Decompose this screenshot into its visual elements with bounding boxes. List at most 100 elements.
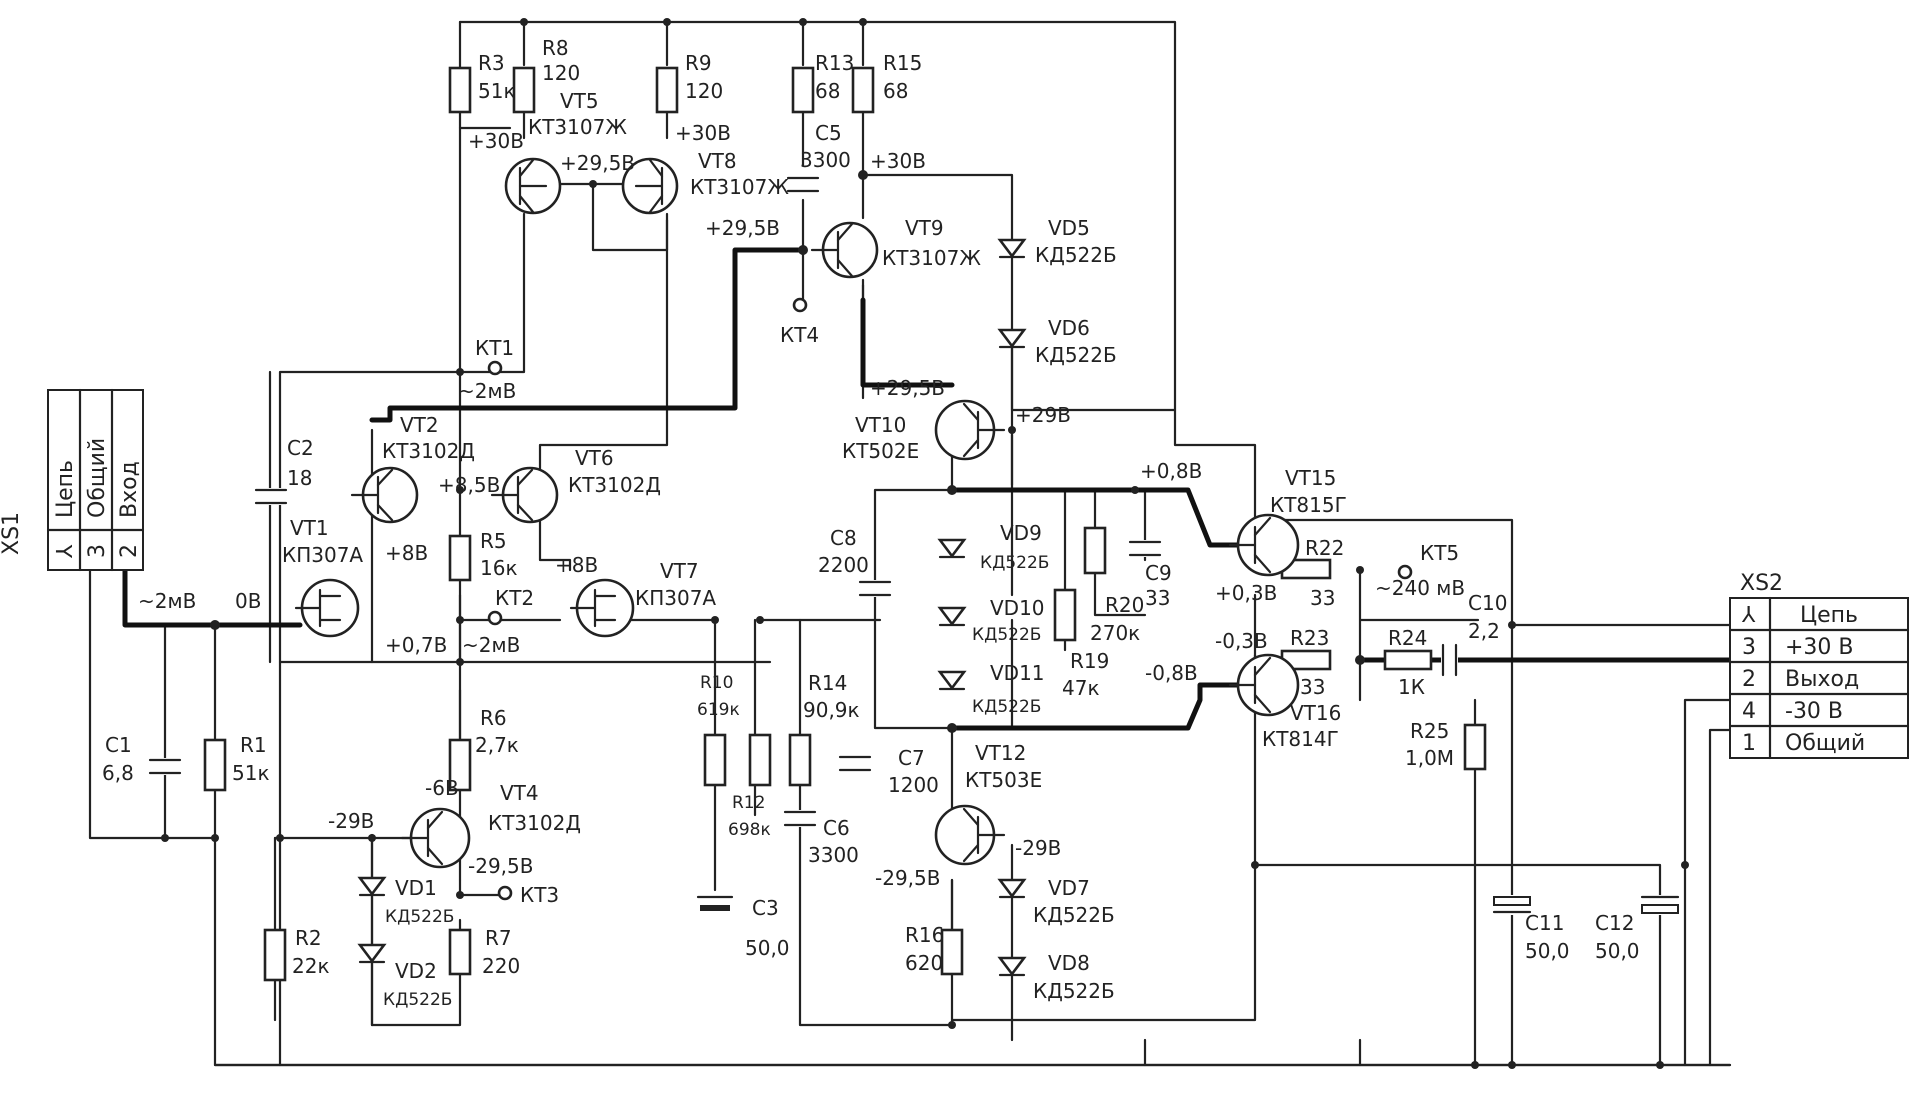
vt15-symbol <box>1228 513 1300 577</box>
r14-body <box>788 733 812 787</box>
v-vt6-b: +8,5В <box>438 473 500 497</box>
vd7-ref: VD7 <box>1048 876 1090 900</box>
xs2-row4-pin: 1 <box>1742 731 1756 756</box>
xs1-row1-signal: Общий <box>85 438 110 518</box>
v-vt7-d: +8В <box>555 553 598 577</box>
r7-value: 220 <box>482 954 520 978</box>
kt4-marker <box>792 297 808 313</box>
vd8-symbol <box>997 956 1027 977</box>
c3-body <box>696 895 734 912</box>
signal-paths <box>122 247 1733 731</box>
r24-body <box>1383 649 1433 671</box>
vt7-symbol <box>569 578 635 638</box>
r8-value: 120 <box>542 61 580 85</box>
c7-body <box>838 755 872 772</box>
xs1-row2-pin: 2 <box>117 544 142 558</box>
v-vt9-e: +30В <box>870 149 926 173</box>
v-vt4-e: -29,5В <box>468 854 533 878</box>
vd9-symbol <box>937 538 967 559</box>
c8-body <box>858 580 892 597</box>
r23-ref: R23 <box>1290 626 1329 650</box>
v-kt2: ~2мВ <box>462 633 520 657</box>
r15-value: 68 <box>883 79 908 103</box>
r6-value: 2,7к <box>475 733 519 757</box>
c10-body <box>1441 643 1458 677</box>
c11-ref: C11 <box>1525 911 1564 935</box>
kt1-label: КТ1 <box>475 336 514 360</box>
v-vt5-c: +29,5В <box>560 151 635 175</box>
v-vt5-e: +30В <box>468 129 524 153</box>
c7-ref: C7 <box>898 746 925 770</box>
xs1-row2-signal: Вход <box>117 461 142 518</box>
c8-ref: C8 <box>830 526 857 550</box>
vt16-ref: VT16 <box>1290 701 1341 725</box>
vt9-value: КТ3107Ж <box>882 246 981 270</box>
v-vt15-e: +0,3В <box>1215 581 1277 605</box>
r9-ref: R9 <box>685 51 712 75</box>
r3-ref: R3 <box>478 51 505 75</box>
vt6-value: КТ3102Д <box>568 473 661 497</box>
r6-ref: R6 <box>480 706 507 730</box>
r5-value: 16к <box>480 556 518 580</box>
vt5-ref: VT5 <box>560 89 599 113</box>
c9-body <box>1128 540 1162 557</box>
vd2-ref: VD2 <box>395 959 437 983</box>
r1-ref: R1 <box>240 733 267 757</box>
r24-value: 1К <box>1398 675 1425 699</box>
r25-value: 1,0М <box>1405 746 1454 770</box>
xs2-header-pin: ⅄ <box>1742 603 1756 628</box>
vt5-value: КТ3107Ж <box>528 115 627 139</box>
kt3-label: КТ3 <box>520 883 559 907</box>
r10-ref: R10 <box>700 673 733 693</box>
r25-ref: R25 <box>1410 719 1449 743</box>
v-vt9-b: +29,5В <box>705 216 780 240</box>
xs2-row3-signal: -30 В <box>1785 699 1843 724</box>
v-vt1-d: +8В <box>385 541 428 565</box>
capacitors <box>148 176 1680 915</box>
r13-body <box>791 66 815 114</box>
vt6-ref: VT6 <box>575 446 614 470</box>
c2-value: 18 <box>287 466 312 490</box>
vd11-value: КД522Б <box>972 697 1041 717</box>
c12-body <box>1640 895 1680 915</box>
xs1-row1-pin: 3 <box>85 544 110 558</box>
vd10-ref: VD10 <box>990 596 1045 620</box>
xs2-connector: XS2 ⅄ Цепь 3 +30 В 2 Выход 4 -30 В 1 Общ… <box>1728 571 1910 760</box>
c1-ref: C1 <box>105 733 132 757</box>
v-vt10-b: +29,5В <box>870 376 945 400</box>
vd5-value: КД522Б <box>1035 243 1117 267</box>
r19-value: 47к <box>1062 676 1100 700</box>
r13-value: 68 <box>815 79 840 103</box>
vd1-value: КД522Б <box>385 907 454 927</box>
c3-ref: C3 <box>752 896 779 920</box>
vd11-symbol <box>937 670 967 691</box>
vd1-ref: VD1 <box>395 876 437 900</box>
vt7-ref: VT7 <box>660 559 699 583</box>
vt12-value: КТ503Е <box>965 768 1042 792</box>
vd6-value: КД522Б <box>1035 343 1117 367</box>
r2-body <box>263 928 287 982</box>
c3-value: 50,0 <box>745 936 790 960</box>
vd9-value: КД522Б <box>980 553 1049 573</box>
vt4-symbol <box>400 807 471 869</box>
xs1-header-pin: ⅄ <box>53 544 78 558</box>
kt3-marker <box>497 885 513 901</box>
voltage-annotations: +30В +29,5В +30В +30В +29,5В ~2мВ +29,5В… <box>138 121 1465 890</box>
r19-body <box>1053 588 1077 642</box>
v-src-node: +0,7В <box>385 633 447 657</box>
vd2-symbol <box>357 943 387 964</box>
v-vt12-c: -29В <box>1015 836 1061 860</box>
c11-body <box>1492 895 1532 915</box>
wires <box>88 20 1732 1067</box>
r25-body <box>1463 723 1487 771</box>
xs2-row4-signal: Общий <box>1785 731 1865 756</box>
r12-ref: R12 <box>732 793 765 813</box>
r16-body <box>940 928 964 976</box>
transistors <box>294 157 1300 869</box>
vt2-symbol <box>350 466 419 524</box>
vd5-symbol <box>997 238 1027 259</box>
kt4-label: КТ4 <box>780 323 819 347</box>
c12-value: 50,0 <box>1595 939 1640 963</box>
r8-ref: R8 <box>542 36 569 60</box>
r16-value: 620 <box>905 951 943 975</box>
